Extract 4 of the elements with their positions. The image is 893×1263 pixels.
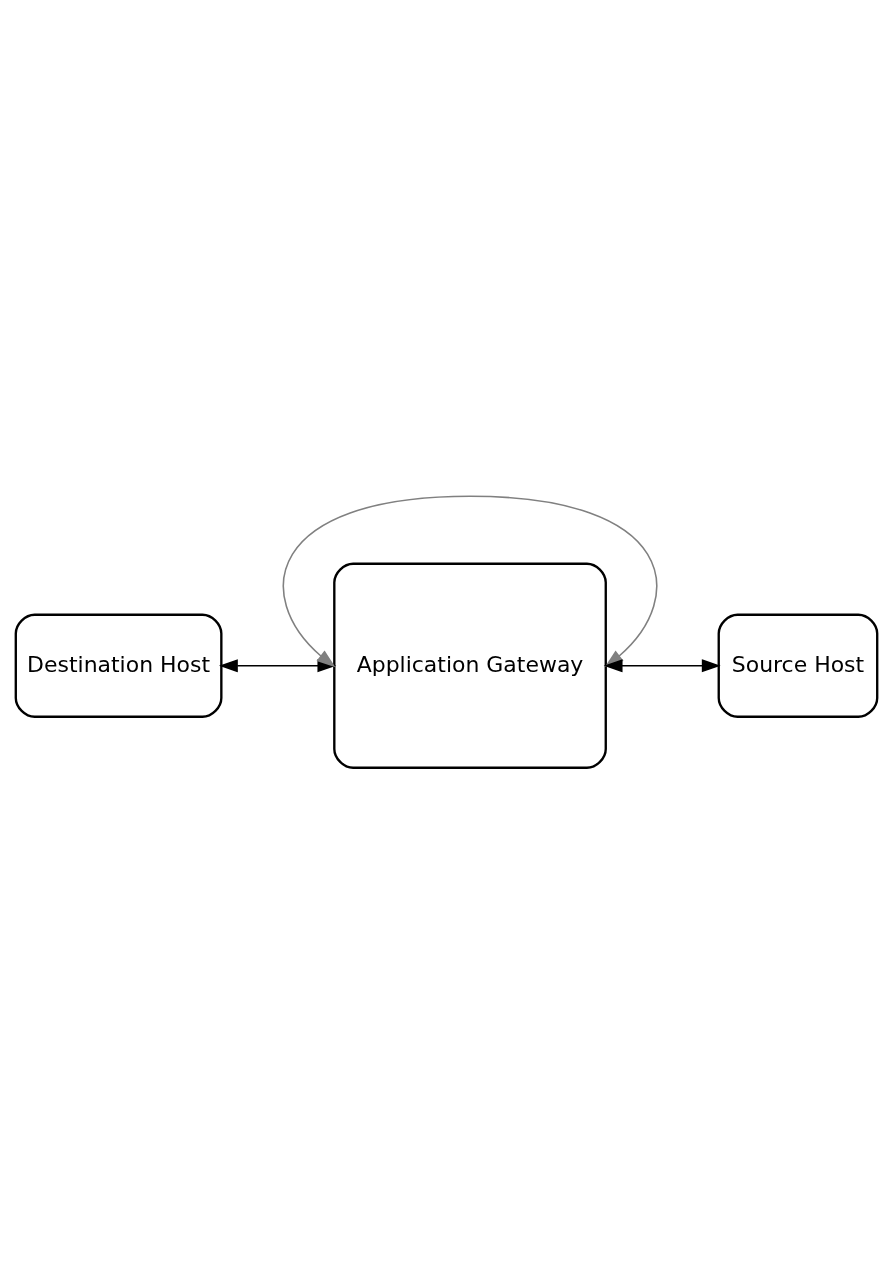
arrow	[603, 658, 721, 672]
node-box: Source Host	[717, 613, 879, 718]
node-box: Application Gateway	[333, 562, 607, 769]
node-box: Destination Host	[14, 613, 223, 718]
